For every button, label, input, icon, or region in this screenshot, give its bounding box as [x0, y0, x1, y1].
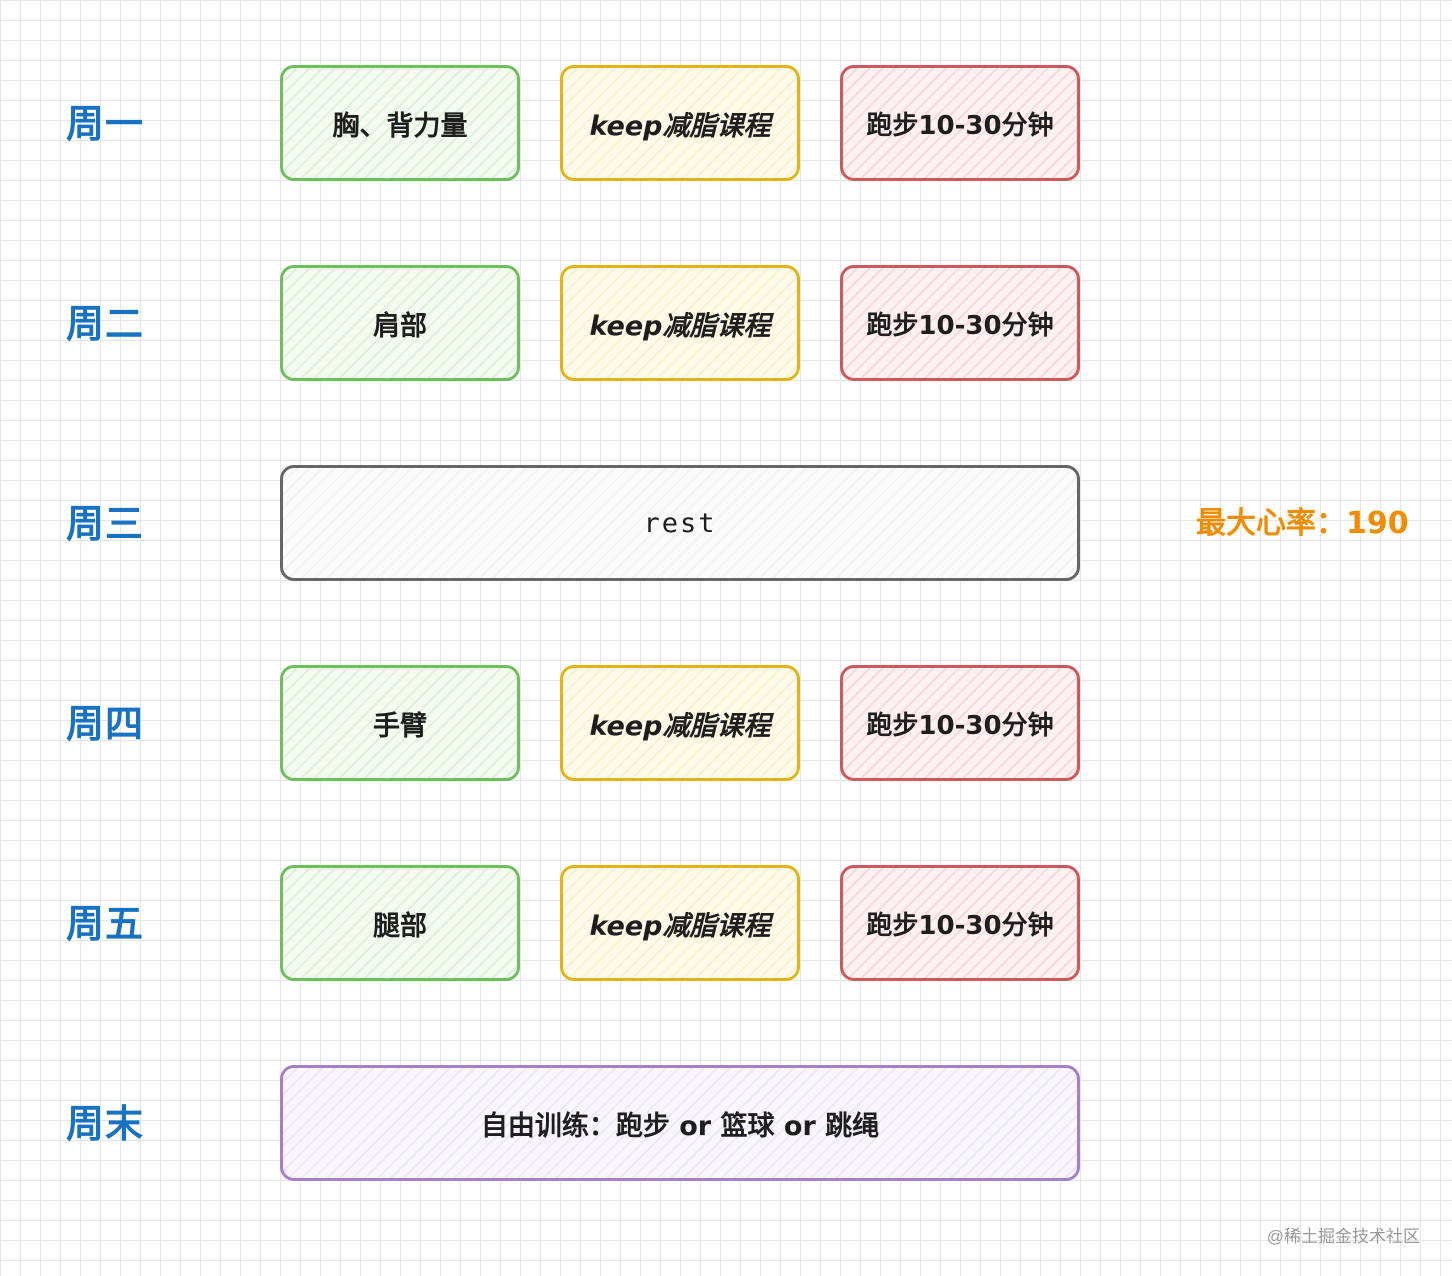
monday-run-label: 跑步10-30分钟 — [866, 110, 1054, 141]
day-label-weekend: 周末 — [66, 1102, 145, 1146]
day-label-tuesday: 周二 — [66, 302, 145, 346]
max-heart-rate-note: 最大心率：190 — [1196, 506, 1409, 541]
friday-strength-box: 腿部 — [280, 865, 520, 981]
thursday-strength-label: 手臂 — [373, 710, 427, 742]
thursday-strength-box: 手臂 — [280, 665, 520, 781]
day-label-monday: 周一 — [66, 102, 145, 146]
monday-run-box: 跑步10-30分钟 — [840, 65, 1080, 181]
thursday-run-label: 跑步10-30分钟 — [866, 710, 1054, 741]
tuesday-keep-box: keep减脂课程 — [560, 265, 800, 381]
watermark: @稀土掘金技术社区 — [1266, 1227, 1420, 1246]
thursday-keep-box: keep减脂课程 — [560, 665, 800, 781]
thursday-run-box: 跑步10-30分钟 — [840, 665, 1080, 781]
tuesday-keep-label: keep减脂课程 — [589, 310, 771, 342]
friday-run-label: 跑步10-30分钟 — [866, 910, 1054, 941]
friday-run-box: 跑步10-30分钟 — [840, 865, 1080, 981]
weekend-activity-label: 自由训练：跑步 or 篮球 or 跳绳 — [480, 1110, 880, 1142]
monday-strength-box: 胸、背力量 — [280, 65, 520, 181]
day-label-wednesday: 周三 — [66, 502, 145, 546]
friday-strength-label: 腿部 — [373, 910, 427, 942]
day-label-thursday: 周四 — [66, 702, 145, 746]
thursday-keep-label: keep减脂课程 — [589, 710, 771, 742]
monday-keep-box: keep减脂课程 — [560, 65, 800, 181]
weekend-activity-box: 自由训练：跑步 or 篮球 or 跳绳 — [280, 1065, 1080, 1181]
monday-strength-label: 胸、背力量 — [332, 110, 468, 142]
tuesday-strength-box: 肩部 — [280, 265, 520, 381]
wednesday-rest-box: rest — [280, 465, 1080, 581]
tuesday-strength-label: 肩部 — [373, 310, 427, 342]
monday-keep-label: keep减脂课程 — [589, 110, 771, 142]
tuesday-run-box: 跑步10-30分钟 — [840, 265, 1080, 381]
friday-keep-box: keep减脂课程 — [560, 865, 800, 981]
tuesday-run-label: 跑步10-30分钟 — [866, 310, 1054, 341]
friday-keep-label: keep减脂课程 — [589, 910, 771, 942]
wednesday-rest-label: rest — [643, 507, 717, 539]
day-label-friday: 周五 — [66, 902, 145, 946]
